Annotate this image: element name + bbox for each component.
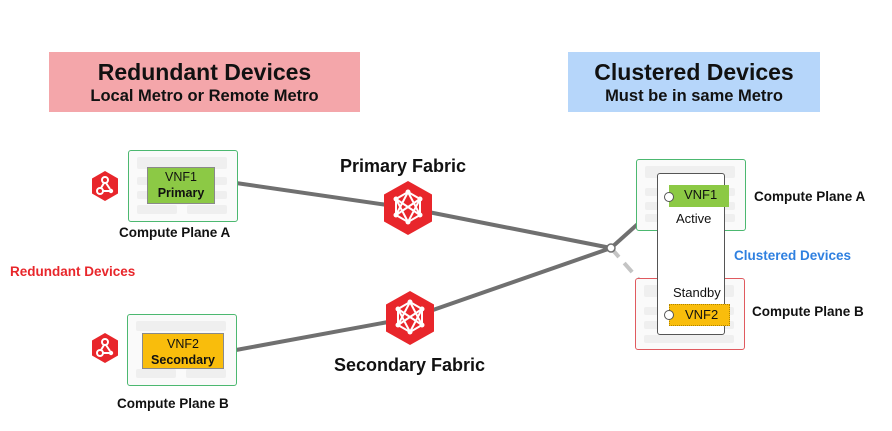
compute-plane-a-label: Compute Plane A (119, 225, 231, 240)
clustered-banner-subtitle: Must be in same Metro (605, 87, 783, 105)
redundant-devices-label: Redundant Devices (10, 264, 136, 279)
vnf2-label: VNF2 (167, 337, 199, 351)
primary-fabric-label: Primary Fabric (340, 156, 467, 176)
secondary-fabric-label: Secondary Fabric (334, 355, 486, 375)
clustered-devices-label: Clustered Devices (734, 248, 852, 263)
mesh-network-icon[interactable] (382, 180, 434, 236)
junction-node (606, 243, 616, 253)
right-compute-plane-b-label: Compute Plane B (752, 304, 864, 319)
primary-link-left (235, 181, 409, 210)
clustered-banner: Clustered Devices Must be in same Metro (568, 52, 820, 112)
clustered-banner-title: Clustered Devices (594, 59, 794, 85)
vnf2-role: Secondary (151, 353, 215, 367)
redundant-banner-subtitle: Local Metro or Remote Metro (90, 87, 319, 105)
server-compute-plane-a[interactable]: VNF1 Primary (128, 150, 238, 222)
vnf2-standby-label: VNF2 (685, 307, 719, 322)
vnf2-standby-box[interactable]: VNF2 (669, 304, 730, 326)
network-hub-icon (92, 333, 118, 363)
standby-status: Standby (673, 285, 721, 300)
vnf1-active-label: VNF1 (684, 187, 718, 202)
server-compute-plane-b[interactable]: VNF2 Secondary (127, 314, 237, 386)
vnf2-port (664, 310, 674, 320)
right-compute-plane-a-label: Compute Plane A (754, 189, 866, 204)
vnf1-primary-box[interactable]: VNF1 Primary (147, 167, 215, 204)
vnf1-active-box[interactable]: VNF1 (669, 185, 729, 207)
secondary-link-right (409, 246, 612, 320)
vnf2-secondary-box[interactable]: VNF2 Secondary (142, 333, 224, 369)
redundant-banner-title: Redundant Devices (97, 59, 312, 85)
primary-link-right (407, 206, 612, 250)
secondary-link-left (235, 316, 411, 352)
redundant-banner: Redundant Devices Local Metro or Remote … (49, 52, 360, 112)
active-status: Active (676, 211, 712, 226)
network-hub-icon (92, 171, 118, 201)
compute-plane-b-label: Compute Plane B (117, 396, 229, 411)
mesh-network-icon[interactable] (384, 290, 436, 346)
vnf1-port (664, 192, 674, 202)
vnf1-role: Primary (157, 186, 205, 200)
vnf1-label: VNF1 (165, 170, 197, 184)
